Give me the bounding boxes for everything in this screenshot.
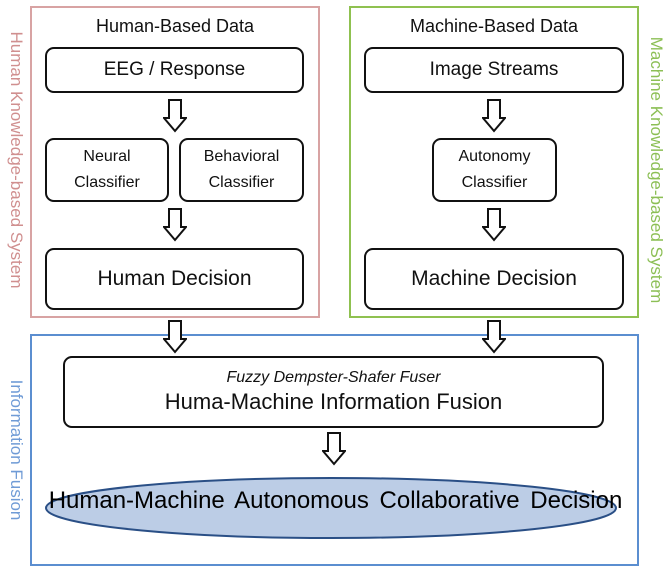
arrow-eeg-to-classifiers xyxy=(163,99,187,133)
collaborative-decision-ellipse xyxy=(45,477,617,539)
collaborative-decision-label: Human-Machine Autonomous Collaborative D… xyxy=(48,487,623,514)
human-decision-box: Human Decision xyxy=(45,248,304,310)
image-streams-label: Image Streams xyxy=(429,59,559,80)
neural-classifier-box: Neural Classifier xyxy=(45,138,169,202)
arrow-machine-to-fuser xyxy=(482,320,506,354)
autonomy-classifier-box: Autonomy Classifier xyxy=(432,138,557,202)
human-knowledge-panel: Human-Based Data xyxy=(30,6,320,318)
human-side-label: Human Knowledge-based System xyxy=(7,31,26,289)
machine-side-label: Machine Knowledge-based System xyxy=(647,36,666,304)
human-panel-title: Human-Based Data xyxy=(95,16,255,36)
information-fusion-panel xyxy=(30,334,639,566)
fuser-subtitle: Fuzzy Dempster-Shafer Fuser xyxy=(226,369,441,386)
machine-panel-title: Machine-Based Data xyxy=(409,16,579,36)
machine-decision-box: Machine Decision xyxy=(364,248,624,310)
behavioral-classifier-line2: Classifier xyxy=(208,174,275,191)
arrow-images-to-autonomy xyxy=(482,99,506,133)
arrow-fuser-to-decision xyxy=(322,432,346,466)
machine-decision-label: Machine Decision xyxy=(411,267,577,290)
machine-knowledge-panel: Machine-Based Data xyxy=(349,6,639,318)
neural-classifier-line2: Classifier xyxy=(74,174,140,191)
human-decision-label: Human Decision xyxy=(97,267,252,290)
eeg-response-box: EEG / Response xyxy=(45,47,304,93)
autonomy-classifier-line2: Classifier xyxy=(461,174,528,191)
arrow-human-to-fuser xyxy=(163,320,187,354)
fuser-title: Huma-Machine Information Fusion xyxy=(164,389,503,414)
eeg-response-label: EEG / Response xyxy=(103,59,246,80)
behavioral-classifier-box: Behavioral Classifier xyxy=(179,138,304,202)
neural-classifier-line1: Neural xyxy=(83,148,131,165)
arrow-classifiers-to-human-decision xyxy=(163,208,187,242)
fusion-box: Fuzzy Dempster-Shafer Fuser Huma-Machine… xyxy=(63,356,604,428)
autonomy-classifier-line1: Autonomy xyxy=(458,148,531,165)
behavioral-classifier-line1: Behavioral xyxy=(203,148,280,165)
arrow-autonomy-to-machine-decision xyxy=(482,208,506,242)
image-streams-box: Image Streams xyxy=(364,47,624,93)
